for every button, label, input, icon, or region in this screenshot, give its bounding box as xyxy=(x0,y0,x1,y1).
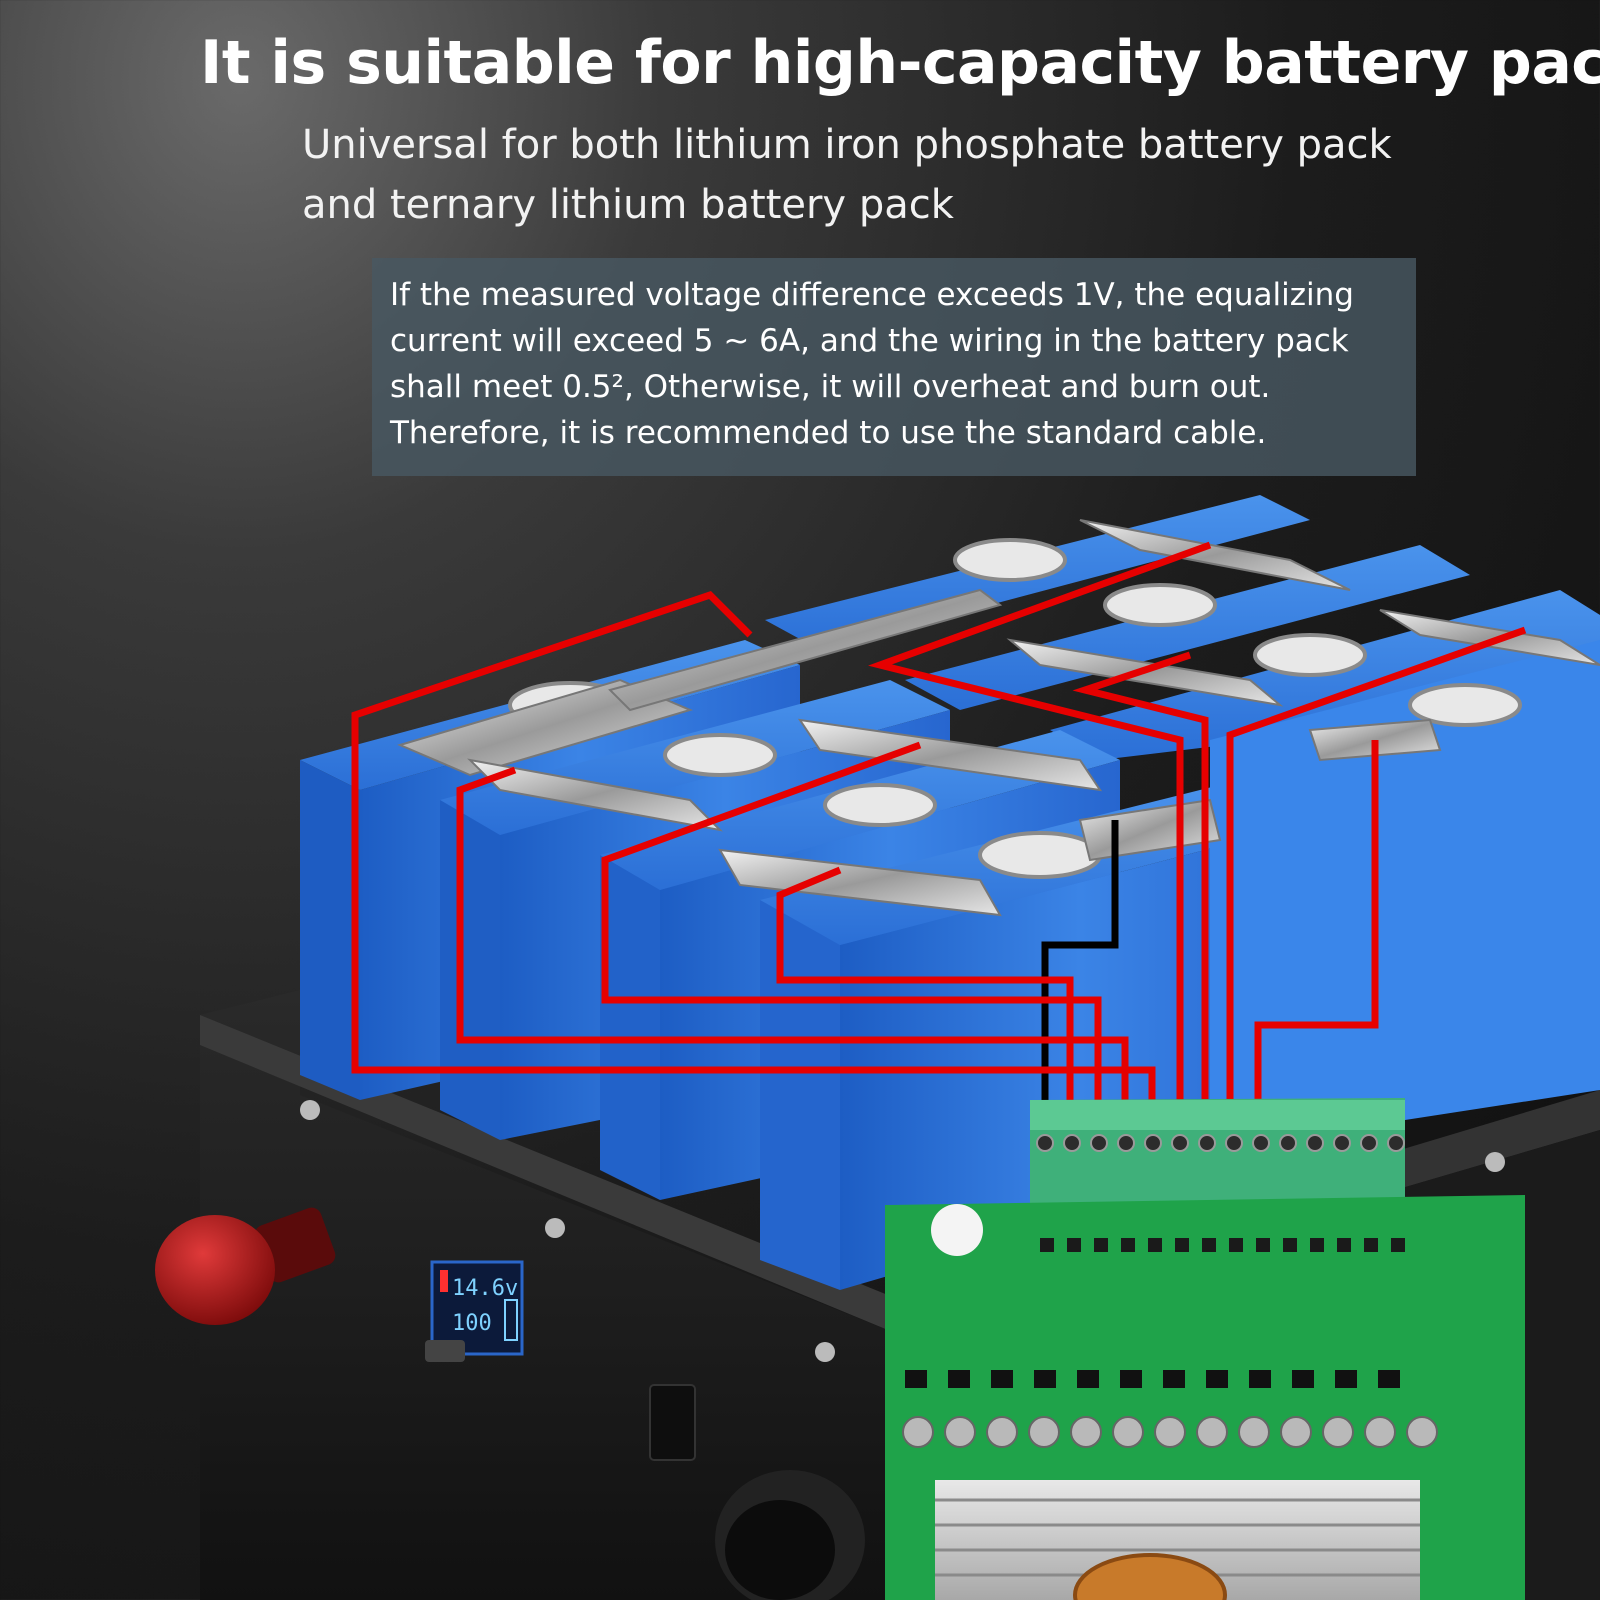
display-percent: 100 xyxy=(452,1311,492,1336)
balance-wires xyxy=(351,541,1527,1110)
subheadline-line-2: and ternary lithium battery pack xyxy=(302,182,954,228)
subheadline-line-1: Universal for both lithium iron phosphat… xyxy=(302,122,1392,168)
pcb-button xyxy=(931,1204,983,1256)
warning-notice-box: If the measured voltage difference excee… xyxy=(372,258,1416,476)
usb-port-icon xyxy=(425,1340,465,1362)
screw-icon xyxy=(815,1342,835,1362)
notice-line-4: Therefore, it is recommended to use the … xyxy=(390,415,1267,451)
negative-terminal-knob xyxy=(715,1470,865,1600)
headline: It is suitable for high-capacity battery… xyxy=(200,28,1600,98)
screw-icon xyxy=(300,1100,320,1120)
positive-terminal-knob xyxy=(155,1207,336,1325)
screw-icon xyxy=(1485,1152,1505,1172)
power-switch xyxy=(649,1384,696,1461)
balancer-pcb xyxy=(885,1195,1525,1600)
indicator-led xyxy=(440,1270,448,1292)
voltage-display-panel: 14.6v 100 xyxy=(425,1260,524,1362)
notice-line-3: shall meet 0.5², Otherwise, it will over… xyxy=(390,369,1271,405)
busbars xyxy=(397,519,1600,917)
battery-level-icon xyxy=(504,1299,518,1341)
inductor-coil xyxy=(1073,1553,1227,1600)
notice-line-1: If the measured voltage difference excee… xyxy=(390,277,1354,313)
display-voltage: 14.6v xyxy=(452,1276,518,1301)
screw-icon xyxy=(545,1218,565,1238)
notice-line-2: current will exceed 5 ~ 6A, and the wiri… xyxy=(390,323,1349,359)
